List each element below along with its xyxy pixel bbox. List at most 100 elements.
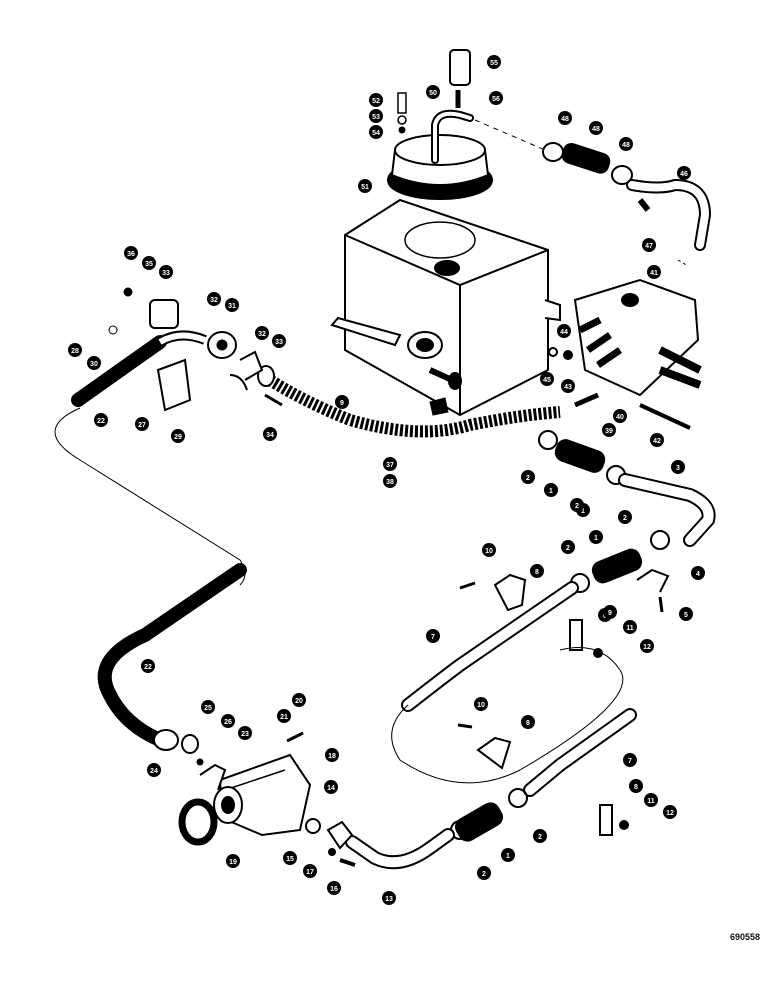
callout-33: 33 bbox=[272, 334, 286, 348]
callout-15: 15 bbox=[283, 851, 297, 865]
callout-22: 22 bbox=[94, 413, 108, 427]
callout-11: 11 bbox=[623, 620, 637, 634]
callout-29: 29 bbox=[171, 429, 185, 443]
callout-label: 38 bbox=[386, 479, 394, 486]
callout-12: 12 bbox=[640, 639, 654, 653]
callout-27: 27 bbox=[135, 417, 149, 431]
callout-label: 3 bbox=[676, 465, 680, 472]
callout-label: 28 bbox=[71, 348, 79, 355]
return-hose-and-clamps-top bbox=[474, 119, 712, 267]
callout-51: 51 bbox=[358, 179, 372, 193]
callout-label: 12 bbox=[643, 644, 651, 651]
callouts: 1 1 1 1 2 2 2 2 2 2 3 4 5 6 7 7 8 8 8 9 … bbox=[68, 55, 705, 905]
callout-25: 25 bbox=[201, 700, 215, 714]
callout-label: 1 bbox=[594, 535, 598, 542]
callout-38: 38 bbox=[383, 474, 397, 488]
callout-label: 18 bbox=[328, 753, 336, 760]
hydraulic-reservoir-tank bbox=[330, 198, 561, 417]
callout-label: 21 bbox=[280, 714, 288, 721]
callout-label: 2 bbox=[482, 871, 486, 878]
callout-2: 2 bbox=[477, 866, 491, 880]
callout-39: 39 bbox=[602, 423, 616, 437]
callout-45: 45 bbox=[540, 372, 554, 386]
callout-36: 36 bbox=[124, 246, 138, 260]
callout-46: 46 bbox=[677, 166, 691, 180]
callout-16: 16 bbox=[327, 881, 341, 895]
callout-label: 29 bbox=[174, 434, 182, 441]
callout-label: 35 bbox=[145, 261, 153, 268]
callout-label: 56 bbox=[492, 96, 500, 103]
callout-44: 44 bbox=[557, 324, 571, 338]
callout-31: 31 bbox=[225, 298, 239, 312]
return-line-right bbox=[401, 430, 716, 712]
callout-label: 2 bbox=[526, 475, 530, 482]
callout-8: 8 bbox=[629, 779, 643, 793]
callout-24: 24 bbox=[147, 763, 161, 777]
callout-label: 40 bbox=[616, 414, 624, 421]
callout-55: 55 bbox=[487, 55, 501, 69]
callout-47: 47 bbox=[642, 238, 656, 252]
callout-label: 31 bbox=[228, 303, 236, 310]
callout-label: 12 bbox=[666, 810, 674, 817]
callout-8: 8 bbox=[530, 564, 544, 578]
callout-label: 42 bbox=[653, 438, 661, 445]
callout-label: 5 bbox=[684, 612, 688, 619]
callout-label: 23 bbox=[241, 731, 249, 738]
hydraulic-pump bbox=[178, 731, 356, 867]
callout-label: 27 bbox=[138, 422, 146, 429]
callout-9: 9 bbox=[603, 605, 617, 619]
callout-label: 17 bbox=[306, 869, 314, 876]
callout-34: 34 bbox=[263, 427, 277, 441]
callout-40: 40 bbox=[613, 409, 627, 423]
callout-label: 50 bbox=[429, 90, 437, 97]
callout-label: 15 bbox=[286, 856, 294, 863]
callout-28: 28 bbox=[68, 343, 82, 357]
callout-label: 33 bbox=[162, 270, 170, 277]
callout-label: 8 bbox=[634, 784, 638, 791]
callout-label: 11 bbox=[647, 798, 655, 805]
callout-32: 32 bbox=[207, 292, 221, 306]
callout-20: 20 bbox=[292, 693, 306, 707]
pressure-hose-braided bbox=[229, 350, 599, 438]
callout-7: 7 bbox=[623, 753, 637, 767]
callout-1: 1 bbox=[544, 483, 558, 497]
callout-54: 54 bbox=[369, 125, 383, 139]
callout-label: 7 bbox=[628, 758, 632, 765]
callout-22: 22 bbox=[141, 659, 155, 673]
callout-label: 55 bbox=[490, 60, 498, 67]
callout-label: 19 bbox=[229, 859, 237, 866]
callout-3: 3 bbox=[671, 460, 685, 474]
callout-label: 8 bbox=[535, 569, 539, 576]
callout-12: 12 bbox=[663, 805, 677, 819]
callout-label: 25 bbox=[204, 705, 212, 712]
callout-label: 4 bbox=[696, 571, 700, 578]
callout-2: 2 bbox=[570, 498, 584, 512]
callout-label: 14 bbox=[327, 785, 335, 792]
callout-23: 23 bbox=[238, 726, 252, 740]
callout-56: 56 bbox=[489, 91, 503, 105]
callout-5: 5 bbox=[679, 607, 693, 621]
control-valve-assembly bbox=[548, 278, 702, 430]
callout-label: 13 bbox=[385, 896, 393, 903]
callout-11: 11 bbox=[644, 793, 658, 807]
callout-label: 1 bbox=[581, 508, 585, 515]
callout-53: 53 bbox=[369, 109, 383, 123]
callout-label: 43 bbox=[564, 384, 572, 391]
callout-label: 7 bbox=[431, 634, 435, 641]
callout-label: 46 bbox=[680, 171, 688, 178]
callout-52: 52 bbox=[369, 93, 383, 107]
callout-label: 30 bbox=[90, 361, 98, 368]
callout-label: 52 bbox=[372, 98, 380, 105]
return-line-lower bbox=[345, 647, 637, 870]
callout-label: 44 bbox=[560, 329, 568, 336]
brackets-and-fasteners bbox=[457, 568, 670, 836]
callout-37: 37 bbox=[383, 457, 397, 471]
callout-48: 48 bbox=[558, 111, 572, 125]
callout-label: 8 bbox=[526, 720, 530, 727]
callout-2: 2 bbox=[618, 510, 632, 524]
callout-26: 26 bbox=[221, 714, 235, 728]
suction-hose-lower bbox=[97, 563, 247, 766]
callout-label: 22 bbox=[97, 418, 105, 425]
callout-35: 35 bbox=[142, 256, 156, 270]
